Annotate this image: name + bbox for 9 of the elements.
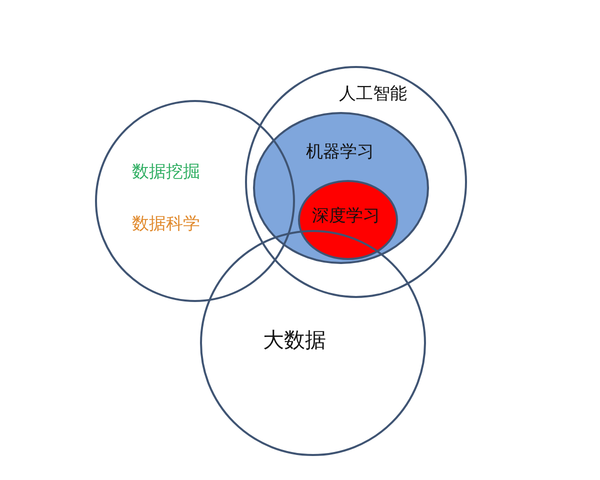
venn-circle bbox=[200, 230, 426, 456]
set-label: 深度学习 bbox=[312, 206, 380, 226]
set-label: 机器学习 bbox=[306, 142, 374, 162]
set-label: 大数据 bbox=[263, 328, 326, 352]
set-label: 数据挖掘 bbox=[132, 162, 200, 182]
venn-circle bbox=[245, 66, 467, 298]
set-label: 数据科学 bbox=[132, 214, 200, 234]
venn-circle bbox=[95, 100, 295, 302]
set-label: 人工智能 bbox=[339, 84, 407, 104]
